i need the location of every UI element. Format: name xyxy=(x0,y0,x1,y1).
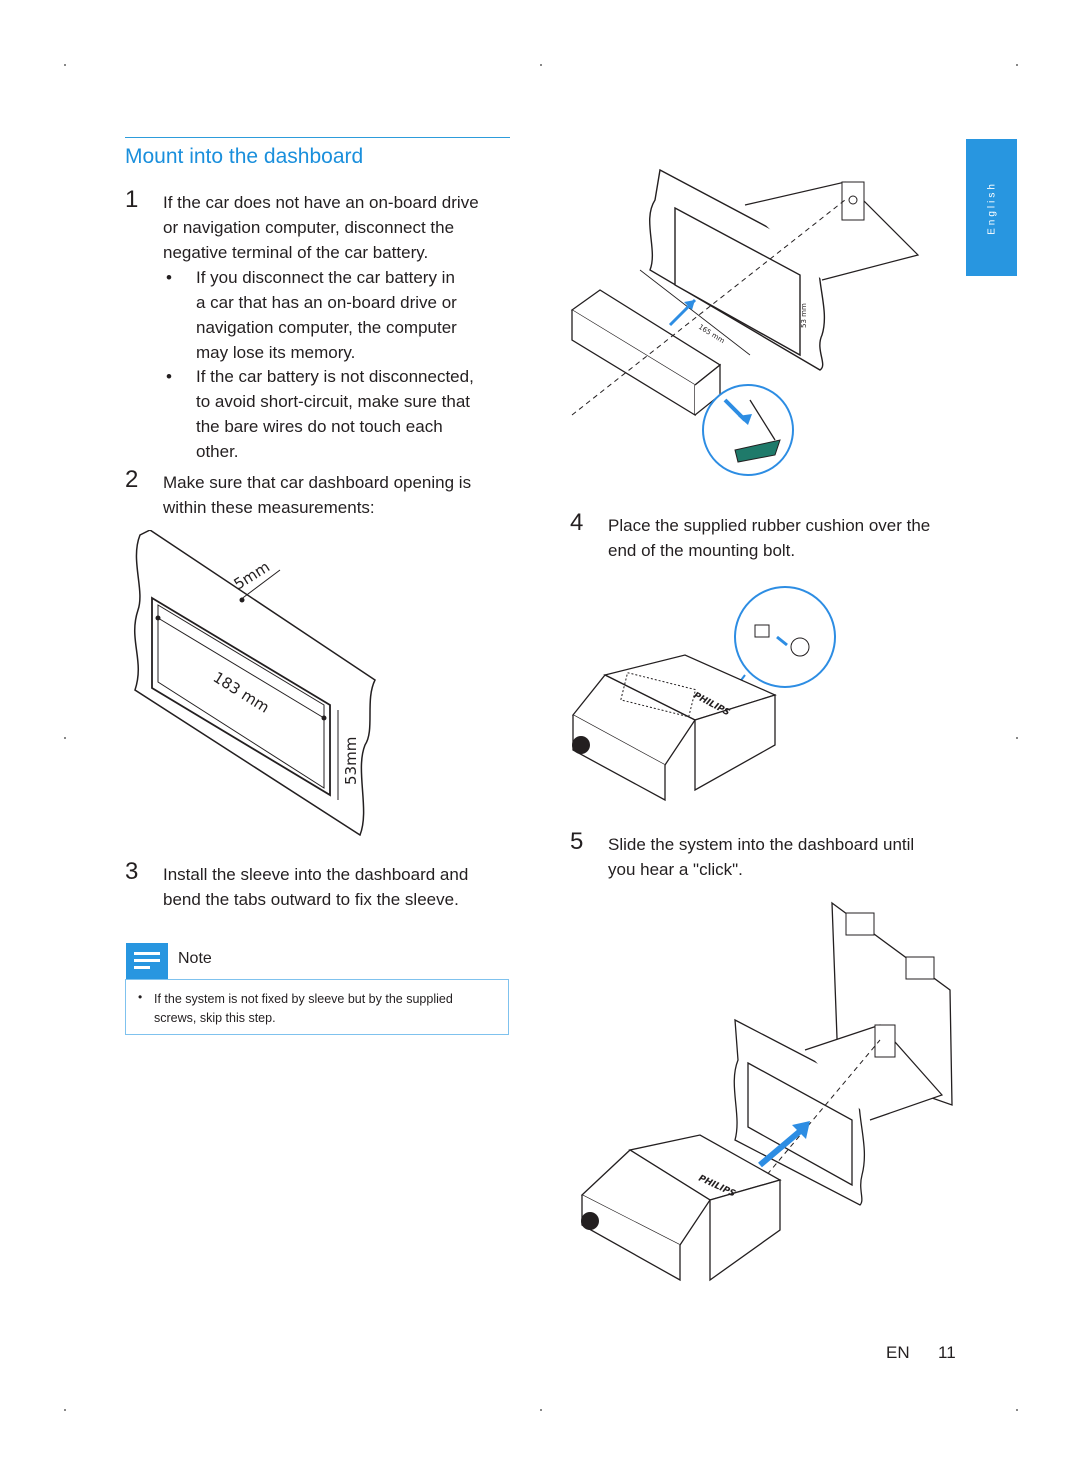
sleeve-depth-label: 165 mm xyxy=(697,323,726,345)
crop-mark xyxy=(1016,64,1018,66)
step-text: Slide the system into the dashboard unti… xyxy=(608,832,963,882)
height-label: 53mm xyxy=(342,737,360,785)
sleeve-install-diagram: 165 mm 53 mm xyxy=(570,168,920,476)
step-line: Slide the system into the dashboard unti… xyxy=(608,835,915,854)
step-line: negative terminal of the car battery. xyxy=(163,243,429,262)
step-number: 2 xyxy=(125,466,139,493)
step-number: 5 xyxy=(570,828,584,855)
bullet-line: navigation computer, the computer xyxy=(196,318,457,337)
step-line: If the car does not have an on-board dri… xyxy=(163,193,479,212)
step-number: 4 xyxy=(570,509,584,536)
crop-mark xyxy=(540,64,542,66)
note-icon xyxy=(126,943,168,979)
note-bullet: • xyxy=(138,990,143,1004)
crop-mark xyxy=(1016,1409,1018,1411)
bullet-item: • If you disconnect the car battery in a… xyxy=(166,265,506,365)
bullet-line: to avoid short-circuit, make sure that xyxy=(196,392,471,411)
step-line: end of the mounting bolt. xyxy=(608,541,796,560)
step-text: Make sure that car dashboard opening is … xyxy=(163,470,508,520)
step-text: If the car does not have an on-board dri… xyxy=(163,190,508,265)
note-line: If the system is not fixed by sleeve but… xyxy=(154,992,453,1006)
step-line: or navigation computer, disconnect the xyxy=(163,218,455,237)
bullet-line: may lose its memory. xyxy=(196,343,356,362)
step-line: Install the sleeve into the dashboard an… xyxy=(163,865,469,884)
step-line: you hear a "click". xyxy=(608,860,743,879)
crop-mark xyxy=(64,737,66,739)
bullet-line: the bare wires do not touch each xyxy=(196,417,443,436)
slide-system-diagram: PHILIPS xyxy=(580,901,953,1282)
dashboard-opening-diagram: 5mm 183 mm 53mm xyxy=(134,530,376,837)
sleeve-height-label: 53 mm xyxy=(800,303,808,328)
gap-label: 5mm xyxy=(231,558,273,594)
bullet-item: • If the car battery is not disconnected… xyxy=(166,364,506,464)
step-number: 3 xyxy=(125,858,139,885)
step-line: bend the tabs outward to fix the sleeve. xyxy=(163,890,459,909)
step-line: Make sure that car dashboard opening is xyxy=(163,473,472,492)
step-number: 1 xyxy=(125,186,139,213)
bullet-line: other. xyxy=(196,442,239,461)
note-text: If the system is not fixed by sleeve but… xyxy=(154,990,499,1028)
note-box: • If the system is not fixed by sleeve b… xyxy=(125,979,509,1035)
note-line: screws, skip this step. xyxy=(154,1011,276,1025)
note-heading: Note xyxy=(178,950,212,967)
step-text: Install the sleeve into the dashboard an… xyxy=(163,862,508,912)
crop-mark xyxy=(64,1409,66,1411)
rubber-cushion-diagram: PHILIPS xyxy=(572,586,836,802)
language-tab: English xyxy=(966,139,1017,276)
bullet-line: a car that has an on-board drive or xyxy=(196,293,457,312)
language-tab-label: English xyxy=(986,180,997,235)
page-number: 11 xyxy=(938,1343,956,1362)
crop-mark xyxy=(540,1409,542,1411)
bullet-line: If you disconnect the car battery in xyxy=(196,268,455,287)
title-rule xyxy=(125,137,510,138)
section-title: Mount into the dashboard xyxy=(125,145,364,168)
step-line: Place the supplied rubber cushion over t… xyxy=(608,516,931,535)
footer-language: EN xyxy=(886,1343,910,1362)
crop-mark xyxy=(1016,737,1018,739)
bullet-line: If the car battery is not disconnected, xyxy=(196,367,474,386)
crop-mark xyxy=(64,64,66,66)
step-text: Place the supplied rubber cushion over t… xyxy=(608,513,963,563)
step-line: within these measurements: xyxy=(163,498,375,517)
